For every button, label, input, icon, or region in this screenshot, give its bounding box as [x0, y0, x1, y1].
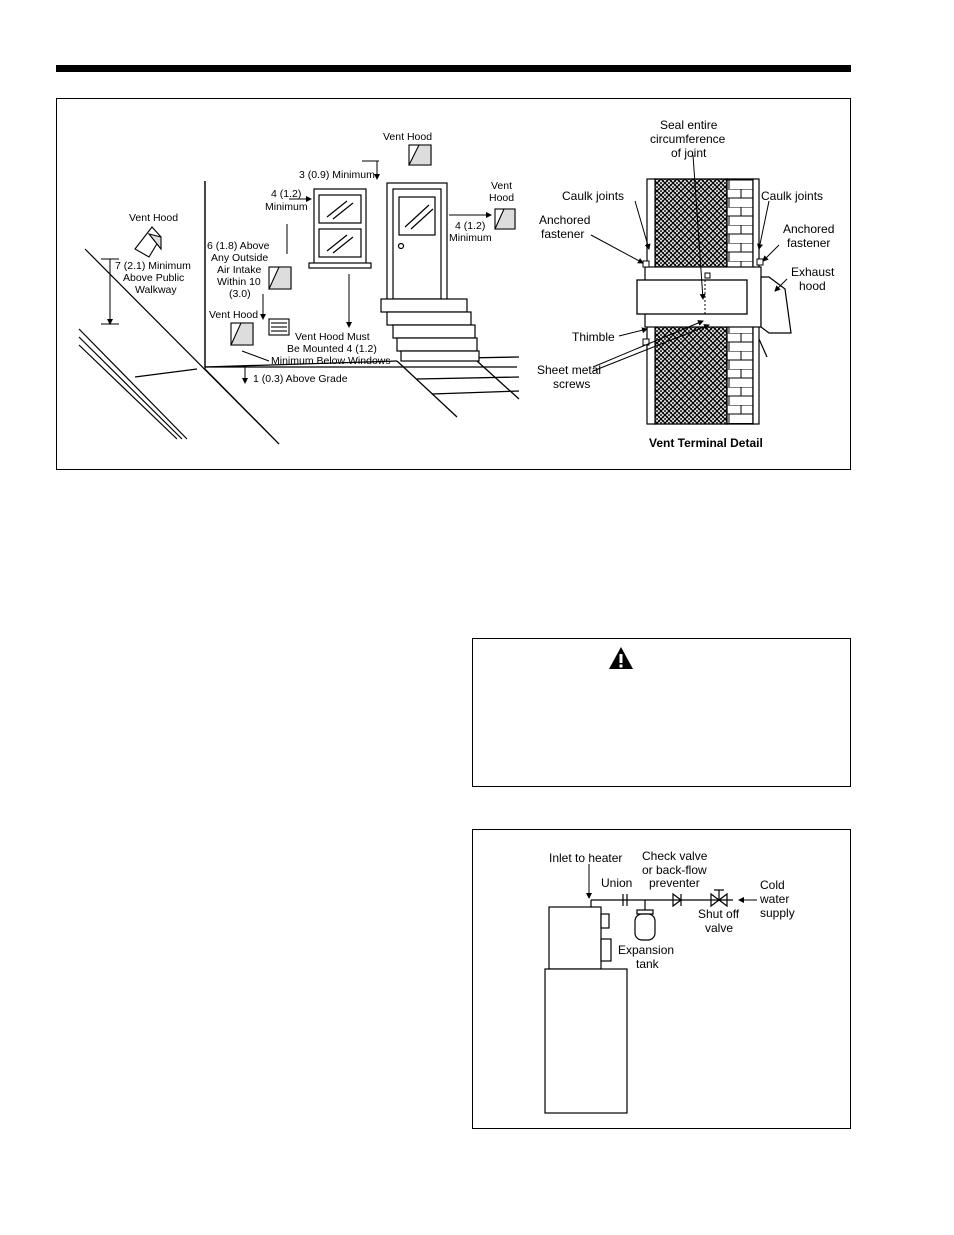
label-seal-1: Seal entire	[660, 118, 718, 132]
vent-hood-mid-icon	[268, 266, 292, 290]
label-mount-1: Vent Hood Must	[295, 331, 370, 343]
label-anchored-right-1: Anchored	[783, 222, 834, 236]
label-walkway-2: Above Public	[123, 272, 184, 284]
label-intake-5: (3.0)	[229, 288, 251, 300]
label-4-left-2: Minimum	[265, 201, 308, 213]
label-intake-3: Air Intake	[217, 264, 262, 276]
label-inlet: Inlet to heater	[549, 851, 622, 865]
detail-leaders	[590, 154, 788, 372]
label-seal-2: circumference	[650, 132, 726, 146]
label-thimble: Thimble	[572, 330, 615, 344]
label-shutoff-1: Shut off	[698, 907, 740, 921]
vent-terminal-detail	[636, 178, 792, 425]
label-union: Union	[601, 876, 632, 890]
label-vent-right-2: Hood	[489, 192, 514, 204]
label-expansion-1: Expansion	[618, 943, 674, 957]
top-rule	[56, 65, 851, 72]
label-expansion-2: tank	[636, 957, 660, 971]
detail-labels: Seal entire circumference of joint Caulk…	[537, 118, 835, 450]
label-mount-2: Be Mounted 4 (1.2)	[287, 343, 377, 355]
clearance-labels: Vent Hood 3 (0.9) Minimum Vent Hood 4 (1…	[115, 131, 514, 385]
label-screws-2: screws	[553, 377, 590, 391]
vent-hood-icons	[134, 144, 516, 346]
vent-hood-right-icon	[494, 208, 516, 230]
expansion-tank-figure: Inlet to heater Union Check valve or bac…	[472, 829, 851, 1129]
vent-pipe	[636, 279, 748, 315]
label-walkway-3: Walkway	[135, 284, 177, 296]
vent-hood-left-icon	[134, 226, 162, 258]
label-check-3: preventer	[649, 876, 700, 890]
piping	[590, 889, 733, 910]
label-screws-1: Sheet metal	[537, 363, 601, 377]
label-4-right-1: 4 (1.2)	[455, 220, 485, 232]
vent-hood-top-icon	[408, 144, 432, 166]
label-intake-4: Within 10	[217, 276, 261, 288]
label-intake-1: 6 (1.8) Above	[207, 240, 270, 252]
label-4-left-1: 4 (1.2)	[271, 188, 301, 200]
label-vent-hood-left: Vent Hood	[129, 212, 178, 224]
detail-caption: Vent Terminal Detail	[649, 436, 763, 450]
warning-triangle-icon	[609, 647, 633, 669]
label-mount-3: Minimum Below Windows	[271, 355, 391, 367]
label-3-min: 3 (0.9) Minimum	[299, 169, 375, 181]
vent-clearance-drawing: Vent Hood 3 (0.9) Minimum Vent Hood 4 (1…	[78, 118, 835, 450]
warning-box	[472, 638, 851, 787]
label-vent-right-1: Vent	[491, 180, 512, 192]
window	[308, 188, 372, 269]
label-anchored-right-2: fastener	[787, 236, 830, 250]
label-4-right-2: Minimum	[449, 232, 492, 244]
label-grade: 1 (0.3) Above Grade	[253, 373, 348, 385]
label-vent-hood-low: Vent Hood	[209, 309, 258, 321]
label-check-2: or back-flow	[642, 863, 707, 877]
fig2-labels: Inlet to heater Union Check valve or bac…	[549, 849, 795, 971]
steps	[380, 298, 480, 362]
heater-top	[548, 906, 602, 970]
dimension-lines	[101, 160, 492, 384]
label-cold-3: supply	[760, 906, 795, 920]
label-exhaust-1: Exhaust	[791, 265, 835, 279]
expansion-tank	[634, 909, 656, 941]
label-cold-1: Cold	[760, 878, 785, 892]
fig2-leaders	[586, 864, 757, 903]
air-intake-icon	[268, 318, 290, 336]
label-vent-hood-top: Vent Hood	[383, 131, 432, 143]
label-anchored-left-2: fastener	[541, 227, 584, 241]
label-check-1: Check valve	[642, 849, 708, 863]
vent-hood-low-icon	[230, 322, 254, 346]
label-caulk-left: Caulk joints	[562, 189, 624, 203]
vent-clearance-figure: Vent Hood 3 (0.9) Minimum Vent Hood 4 (1…	[56, 98, 851, 470]
label-seal-3: of joint	[671, 146, 707, 160]
heater-unit	[544, 906, 628, 1114]
label-cold-2: water	[759, 892, 789, 906]
exhaust-hood-shape	[760, 276, 792, 334]
label-caulk-right: Caulk joints	[761, 189, 823, 203]
heater-body	[544, 968, 628, 1114]
label-intake-2: Any Outside	[211, 252, 268, 264]
label-anchored-left-1: Anchored	[539, 213, 590, 227]
expansion-tank-drawing: Inlet to heater Union Check valve or bac…	[544, 849, 795, 1114]
label-exhaust-2: hood	[799, 279, 826, 293]
door	[386, 182, 448, 304]
label-shutoff-2: valve	[705, 921, 733, 935]
label-walkway-1: 7 (2.1) Minimum	[115, 260, 191, 272]
